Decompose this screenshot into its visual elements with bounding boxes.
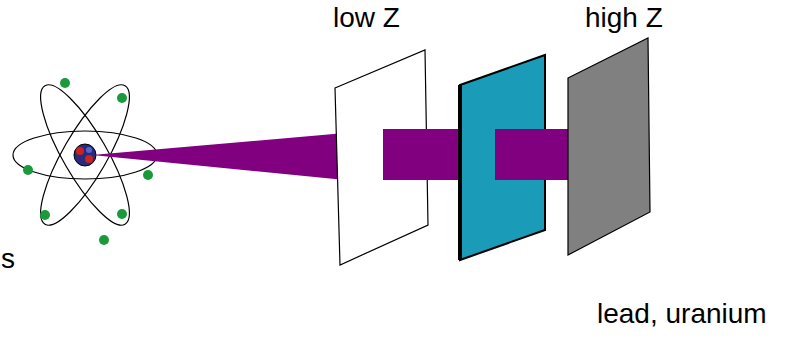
material-label: lead, uranium [597, 300, 767, 328]
beam [383, 129, 465, 180]
electron [117, 209, 127, 219]
proton [85, 155, 93, 163]
sheet-label: low Z [333, 4, 400, 32]
electron [117, 93, 127, 103]
electron [23, 165, 33, 175]
electrons [23, 78, 153, 245]
sheet-label: high Z [585, 4, 663, 32]
beam [495, 129, 572, 180]
sheet-edge [458, 85, 462, 260]
electron [143, 170, 153, 180]
electron [40, 210, 50, 220]
high-z-sheet [568, 38, 650, 255]
electron [99, 235, 109, 245]
proton [76, 147, 84, 155]
neutron [86, 147, 92, 153]
particle-label: s [1, 245, 15, 273]
electron [60, 78, 70, 88]
beam [92, 133, 345, 180]
